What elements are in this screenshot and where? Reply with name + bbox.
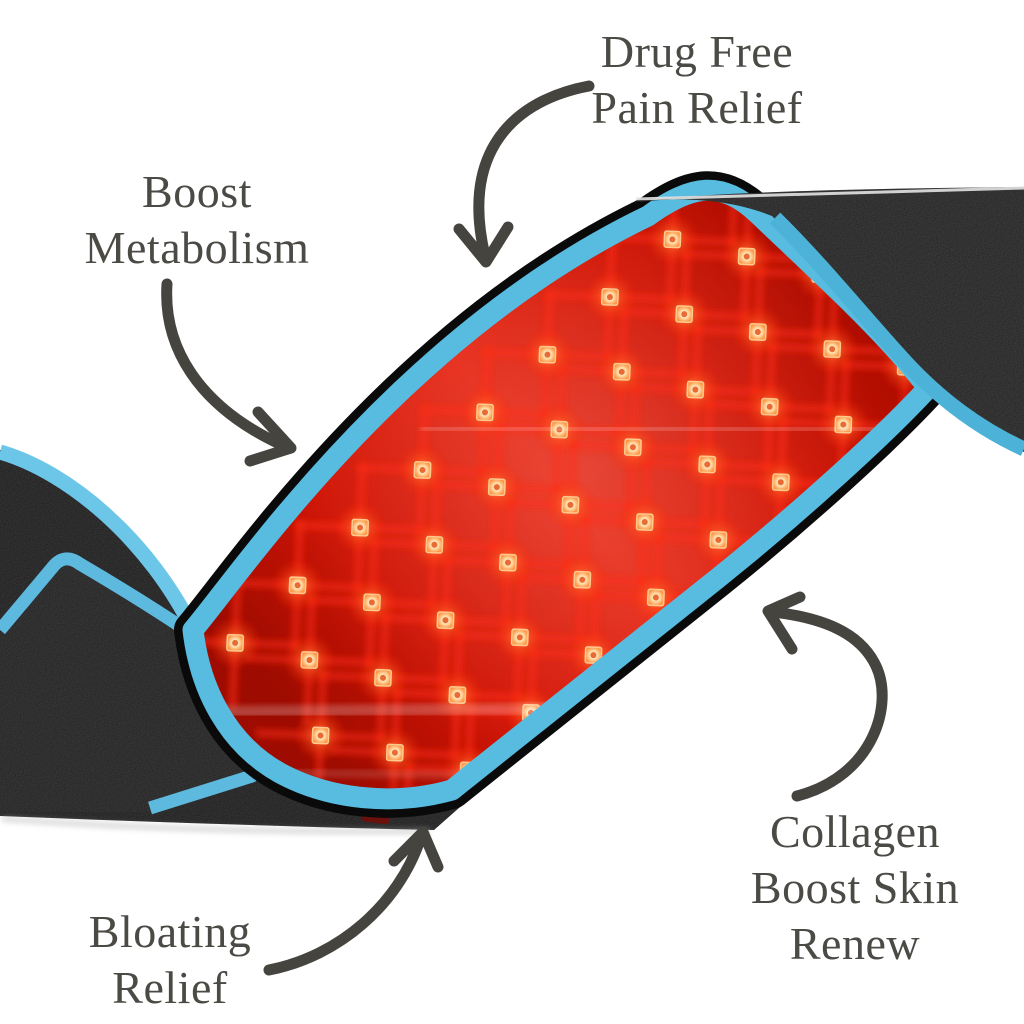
right-strap-trim [769,212,1024,456]
curved-arrow-up-left-icon [762,591,888,802]
label-line: Renew [789,918,921,970]
label-line: Metabolism [84,222,310,274]
annotation-arrows [161,80,888,976]
label-bloating-relief: Bloating Relief [89,904,251,1016]
curved-arrow-down-icon [453,80,595,268]
label-line: Boost [142,166,252,217]
label-line: Relief [112,962,228,1014]
curved-arrow-up-icon [263,826,444,976]
label-drug-free-pain-relief: Drug Free Pain Relief [591,24,802,136]
ground-shadow [1,816,431,834]
belt-right-strap [630,186,1024,456]
label-line: Pain Relief [591,82,803,134]
label-line: Bloating [88,906,252,957]
label-line: Boost Skin [750,862,960,914]
label-collagen-boost-skin-renew: Collagen Boost Skin Renew [751,804,959,972]
label-line: Drug Free [600,26,794,77]
label-line: Collagen [769,806,941,857]
left-strap-trim [0,444,200,634]
strap-top-highlight [635,186,1024,201]
curved-arrow-down-right-icon [161,278,297,467]
label-boost-metabolism: Boost Metabolism [85,164,310,276]
